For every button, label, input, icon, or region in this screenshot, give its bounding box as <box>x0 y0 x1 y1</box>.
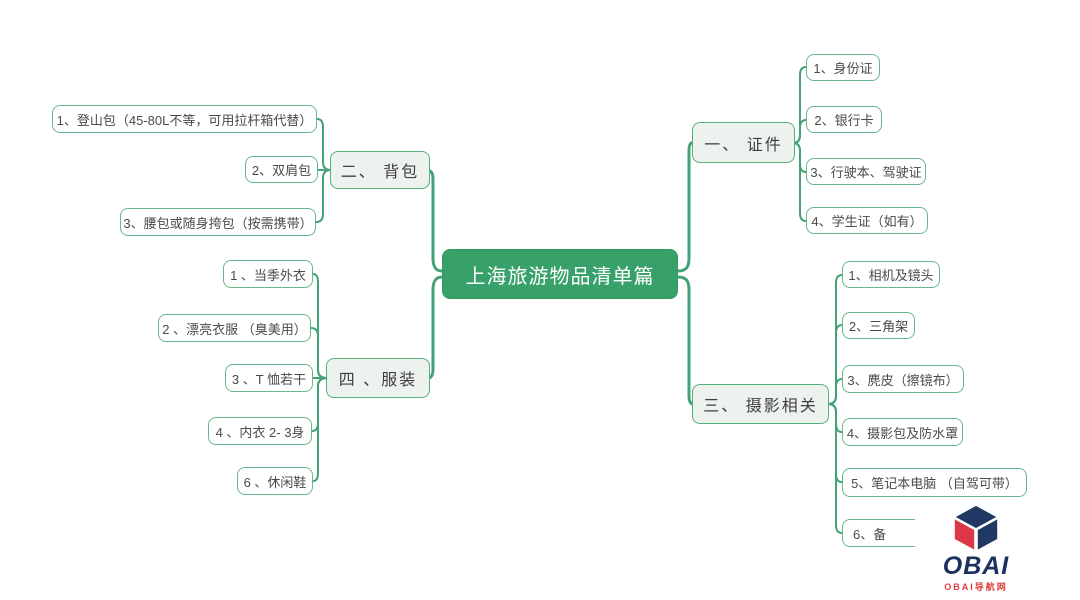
obai-logo: OBAI OBAI导航网 <box>916 504 1036 592</box>
item-photography-3[interactable]: 3、麂皮（擦镜布） <box>842 365 964 393</box>
edge-photography-2 <box>827 324 843 405</box>
branch-backpack[interactable]: 二、 背包 <box>330 151 430 189</box>
item-photography-5[interactable]: 5、笔记本电脑 （自驾可带） <box>842 468 1027 497</box>
item-documents-2[interactable]: 2、银行卡 <box>806 106 882 133</box>
item-clothing-5[interactable]: 6 、休闲鞋 <box>237 467 313 495</box>
branch-documents[interactable]: 一、 证件 <box>692 122 795 163</box>
item-clothing-4[interactable]: 4 、内衣 2- 3身 <box>208 417 312 445</box>
item-clothing-1[interactable]: 1 、当季外衣 <box>223 260 313 288</box>
edge-central-to-documents <box>676 140 697 273</box>
logo-wordmark: OBAI <box>942 552 1010 580</box>
edge-clothing-1 <box>312 273 328 379</box>
edge-photography-4 <box>827 403 843 433</box>
item-photography-6[interactable]: 6、备 <box>842 519 915 547</box>
edge-photography-5 <box>827 403 843 483</box>
edge-central-to-backpack <box>427 169 444 273</box>
edge-photography-3 <box>827 378 843 405</box>
item-documents-3[interactable]: 3、行驶本、驾驶证 <box>806 158 926 185</box>
item-photography-4[interactable]: 4、摄影包及防水罩 <box>842 418 963 446</box>
edge-clothing-2 <box>310 327 328 379</box>
branch-photography[interactable]: 三、 摄影相关 <box>692 384 829 424</box>
item-backpack-3[interactable]: 3、腰包或随身挎包（按需携带） <box>120 208 316 236</box>
branch-clothing[interactable]: 四 、服装 <box>326 358 430 398</box>
item-clothing-3[interactable]: 3 、T 恤若干 <box>225 364 313 392</box>
cube-logo-icon <box>952 504 1000 552</box>
item-photography-1[interactable]: 1、相机及镜头 <box>842 261 940 288</box>
edge-central-to-clothing <box>427 275 444 380</box>
edge-central-to-photography <box>676 275 695 406</box>
central-topic[interactable]: 上海旅游物品清单篇 <box>442 249 678 299</box>
item-clothing-2[interactable]: 2 、漂亮衣服 （臭美用） <box>158 314 311 342</box>
item-backpack-2[interactable]: 2、双肩包 <box>245 156 318 183</box>
item-backpack-1[interactable]: 1、登山包（45-80L不等，可用拉杆箱代替） <box>52 105 317 133</box>
edge-photography-1 <box>827 274 843 405</box>
item-photography-6-label: 6、 <box>853 526 874 542</box>
edge-clothing-5 <box>312 377 328 482</box>
item-photography-2[interactable]: 2、三角架 <box>842 312 915 339</box>
item-documents-1[interactable]: 1、身份证 <box>806 54 880 81</box>
crop-mask <box>887 522 915 544</box>
edge-backpack-3 <box>315 169 332 223</box>
edge-backpack-1 <box>316 118 332 171</box>
edge-photography-6 <box>827 403 843 534</box>
logo-tagline: OBAI导航网 <box>944 582 1008 592</box>
edge-clothing-4 <box>311 377 328 432</box>
item-photography-6-clipped-char: 备 <box>873 526 887 542</box>
item-documents-4[interactable]: 4、学生证（如有） <box>806 207 928 234</box>
